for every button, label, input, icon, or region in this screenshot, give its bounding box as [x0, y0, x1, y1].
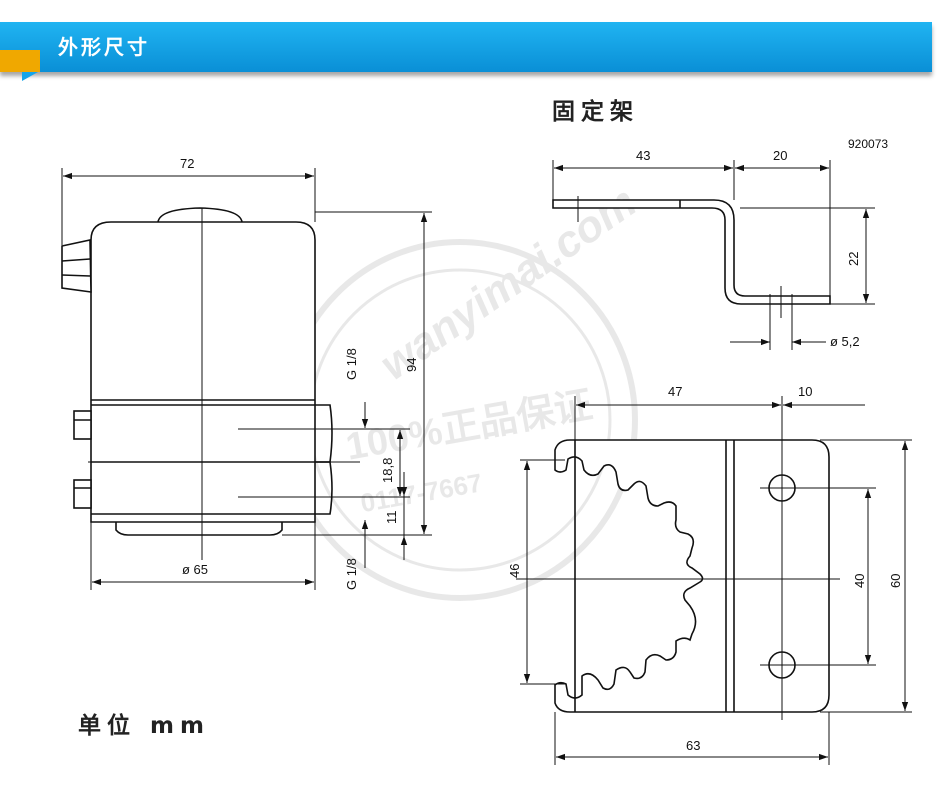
sensor-dimensions	[61, 168, 432, 590]
dim-bracket-hole: ø 5,2	[830, 334, 860, 349]
dim-front-hole-spacing: 40	[852, 574, 867, 588]
dim-front-left-height: 46	[507, 564, 522, 578]
bracket-code: 920073	[848, 137, 888, 151]
dim-bracket-length: 43	[636, 148, 650, 163]
banner-tab-decoration	[0, 50, 40, 72]
bracket-front-dimensions	[520, 396, 912, 765]
bracket-side-labels: 920073 43 20 22 ø 5,2	[636, 137, 888, 349]
bracket-front-labels: 47 10 46 40 60 63	[507, 384, 903, 753]
dim-sensor-width: 72	[180, 156, 194, 171]
dim-front-top-left: 47	[668, 384, 682, 399]
sensor-drawing	[61, 207, 333, 536]
section-title: 外形尺寸	[58, 35, 150, 59]
unit-label: 单位 mm	[78, 713, 210, 739]
dim-front-total-height: 60	[888, 574, 903, 588]
sensor-dimension-labels: 72 94 G 1/8 18,8 11 G 1/8 ø 65	[180, 156, 419, 590]
dim-sensor-height: 94	[404, 358, 419, 372]
dim-front-bottom-width: 63	[686, 738, 700, 753]
dim-front-top-right: 10	[798, 384, 812, 399]
dim-bracket-width: 20	[773, 148, 787, 163]
dim-port-spacing: 18,8	[380, 458, 395, 483]
bracket-title: 固定架	[552, 99, 639, 125]
dim-bracket-height: 22	[846, 252, 861, 266]
banner-arrow-decoration	[22, 72, 38, 81]
sensor-centerlines	[88, 208, 360, 560]
section-banner: 外形尺寸	[0, 22, 932, 72]
dim-sensor-diameter: ø 65	[182, 562, 208, 577]
bracket-front-centerlines	[516, 470, 876, 720]
dim-thread-bottom: G 1/8	[344, 558, 359, 590]
bracket-side-dimensions	[552, 160, 875, 350]
dim-port-offset: 11	[384, 511, 399, 525]
watermark-phone: 0117-7667	[358, 467, 484, 518]
dim-thread-top: G 1/8	[344, 348, 359, 380]
